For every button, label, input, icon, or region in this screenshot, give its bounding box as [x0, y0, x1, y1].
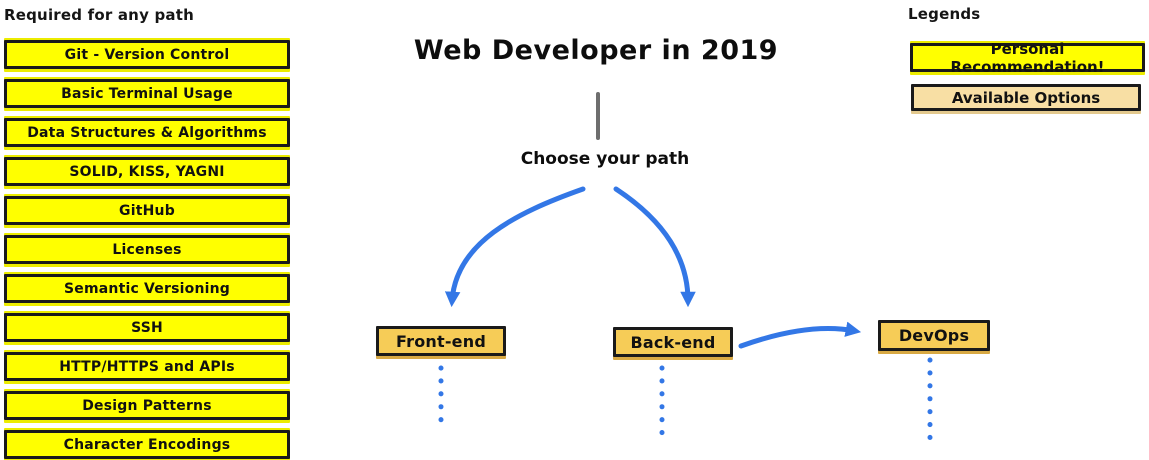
back-end-box: Back-end — [613, 327, 733, 357]
required-topic-label: Design Patterns — [82, 397, 212, 414]
required-topic-box: Data Structures & Algorithms — [4, 118, 290, 147]
required-section-heading: Required for any path — [4, 6, 194, 24]
required-topic-box: GitHub — [4, 196, 290, 225]
required-topic-label: GitHub — [119, 202, 175, 219]
required-topic-box: Git - Version Control — [4, 40, 290, 69]
page-title: Web Developer in 2019 — [413, 35, 779, 66]
required-topic-box: Licenses — [4, 235, 290, 264]
required-topic-label: Data Structures & Algorithms — [27, 124, 267, 141]
required-topic-box: Design Patterns — [4, 391, 290, 420]
arrow-to-back-end-icon — [613, 186, 696, 308]
choose-your-path-label: Choose your path — [520, 149, 690, 169]
devops-box: DevOps — [878, 320, 990, 351]
legend-personal-recommendation: Personal Recommendation! — [910, 40, 1145, 76]
required-topic-box: Character Encodings — [4, 430, 290, 459]
stem-line — [596, 92, 600, 140]
required-topic-box: SOLID, KISS, YAGNI — [4, 157, 290, 186]
required-topic-list: Git - Version Control Basic Terminal Usa… — [4, 40, 290, 460]
required-topic-label: Basic Terminal Usage — [61, 85, 233, 102]
required-topic-label: Licenses — [112, 241, 182, 258]
required-topic-box: SSH — [4, 313, 290, 342]
required-topic-box: HTTP/HTTPS and APIs — [4, 352, 290, 381]
required-topic-label: SOLID, KISS, YAGNI — [69, 163, 225, 180]
required-topic-box: Basic Terminal Usage — [4, 79, 290, 108]
required-topic-box: Semantic Versioning — [4, 274, 290, 303]
legend-available-options: Available Options — [911, 84, 1141, 111]
legends-heading: Legends — [908, 5, 981, 23]
front-end-box: Front-end — [376, 326, 506, 356]
required-topic-label: Semantic Versioning — [63, 280, 231, 297]
required-topic-label: SSH — [131, 319, 163, 336]
required-topic-label: HTTP/HTTPS and APIs — [59, 358, 235, 375]
required-topic-label: Character Encodings — [63, 436, 231, 453]
arrow-to-front-end-icon — [444, 186, 586, 308]
arrow-backend-to-devops-icon — [738, 321, 862, 349]
required-topic-label: Git - Version Control — [64, 46, 230, 63]
